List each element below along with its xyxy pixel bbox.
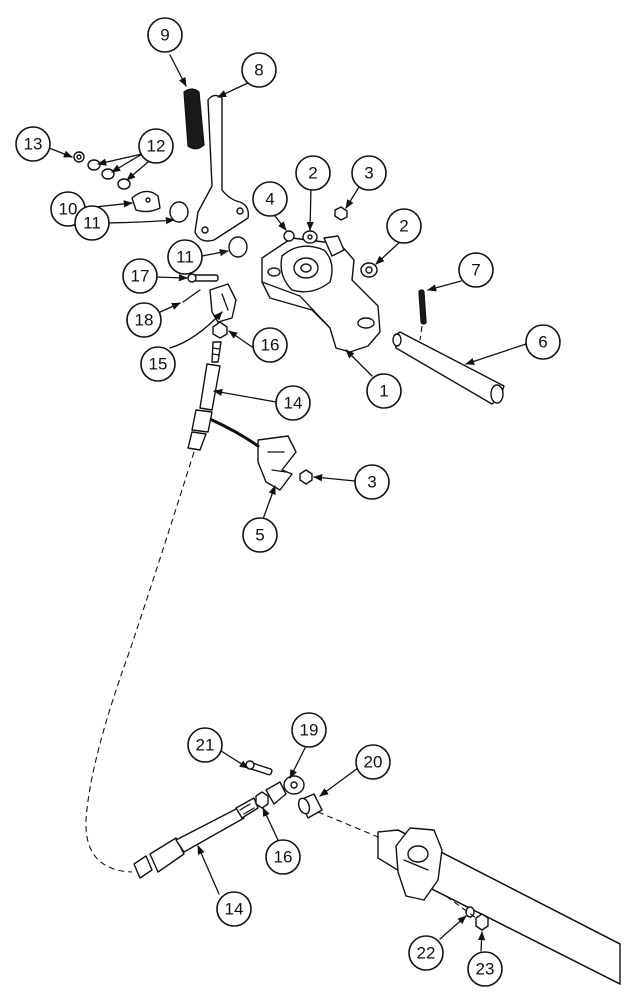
callout-20: 20 xyxy=(355,744,391,780)
svg-text:19: 19 xyxy=(300,721,319,740)
svg-text:17: 17 xyxy=(131,267,150,286)
callout-13: 13 xyxy=(15,126,51,162)
lever-arm xyxy=(395,827,443,901)
callout-17: 17 xyxy=(122,258,158,294)
cable-rod xyxy=(211,341,222,363)
nut-lower xyxy=(475,913,489,931)
callout-2-right: 2 xyxy=(386,208,422,244)
callout-23: 23 xyxy=(467,951,503,987)
callout-4: 4 xyxy=(252,181,288,217)
svg-text:6: 6 xyxy=(538,333,547,352)
svg-text:11: 11 xyxy=(83,214,101,233)
svg-text:12: 12 xyxy=(147,137,166,156)
control-cable xyxy=(85,451,195,873)
callout-7: 7 xyxy=(458,252,494,288)
callout-19: 19 xyxy=(291,712,327,748)
callout-11-right: 11 xyxy=(167,239,203,275)
hand-lever xyxy=(194,94,250,242)
rod-end xyxy=(265,781,287,805)
svg-text:3: 3 xyxy=(367,473,376,492)
callout-14-lower: 14 xyxy=(216,891,252,927)
svg-text:20: 20 xyxy=(364,753,383,772)
callout-3-lower: 3 xyxy=(354,464,390,500)
svg-text:13: 13 xyxy=(24,135,43,154)
callout-8: 8 xyxy=(241,52,277,88)
svg-text:1: 1 xyxy=(379,382,388,401)
svg-text:3: 3 xyxy=(364,164,373,183)
callout-16-upper: 16 xyxy=(252,327,288,363)
callout-10: 10 xyxy=(50,191,86,227)
callout-16-lower: 16 xyxy=(265,839,301,875)
callout-5: 5 xyxy=(242,517,278,553)
svg-text:14: 14 xyxy=(284,394,303,413)
pivot-shaft xyxy=(393,331,505,405)
svg-text:2: 2 xyxy=(399,217,408,236)
svg-text:10: 10 xyxy=(59,200,78,219)
callout-11-left: 11 xyxy=(74,205,110,241)
callout-12: 12 xyxy=(138,128,174,164)
cable-end-lower xyxy=(133,855,153,879)
nut-small xyxy=(334,206,348,221)
callout-3-top: 3 xyxy=(351,155,387,191)
svg-text:4: 4 xyxy=(265,190,274,209)
svg-text:7: 7 xyxy=(471,261,480,280)
svg-text:2: 2 xyxy=(308,164,317,183)
svg-text:23: 23 xyxy=(476,960,495,979)
callout-15: 15 xyxy=(140,346,176,382)
svg-text:5: 5 xyxy=(255,526,264,545)
jam-nut xyxy=(212,321,228,339)
callout-2-top: 2 xyxy=(295,155,331,191)
callout-9: 9 xyxy=(147,17,183,53)
callout-14-upper: 14 xyxy=(275,385,311,421)
callout-18: 18 xyxy=(126,302,162,338)
svg-text:16: 16 xyxy=(274,848,293,867)
svg-text:11: 11 xyxy=(176,248,194,267)
jam-nut-lower xyxy=(255,791,269,809)
svg-text:18: 18 xyxy=(135,311,154,330)
callout-6: 6 xyxy=(525,324,561,360)
friction-disc xyxy=(169,201,189,223)
clevis xyxy=(209,283,237,323)
callout-22: 22 xyxy=(408,935,444,971)
svg-text:15: 15 xyxy=(149,355,168,374)
svg-text:9: 9 xyxy=(160,26,169,45)
cable-bracket xyxy=(257,435,297,491)
leader-arrows xyxy=(43,54,527,952)
spacer xyxy=(283,230,295,242)
nut-bracket xyxy=(299,469,313,485)
callout-1: 1 xyxy=(366,373,402,409)
callout-21: 21 xyxy=(187,727,223,763)
hand-grip xyxy=(183,88,205,150)
svg-text:14: 14 xyxy=(225,900,244,919)
svg-text:8: 8 xyxy=(254,61,263,80)
svg-text:16: 16 xyxy=(261,336,280,355)
roll-pin xyxy=(418,289,427,325)
svg-text:21: 21 xyxy=(196,736,215,755)
svg-text:22: 22 xyxy=(417,944,436,963)
washer xyxy=(87,159,101,171)
